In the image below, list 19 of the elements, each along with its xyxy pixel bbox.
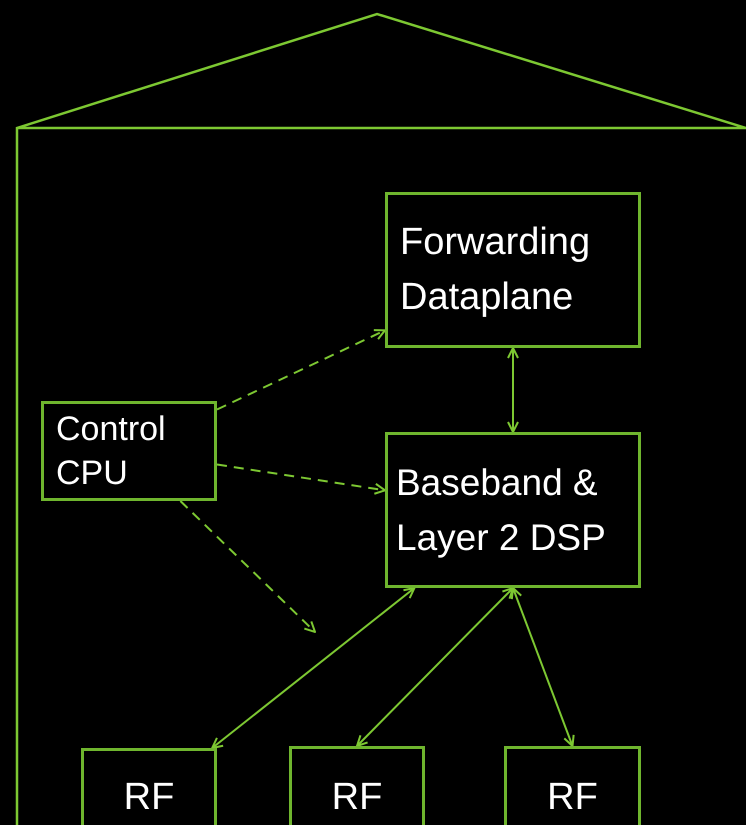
block-box <box>41 401 217 501</box>
block-label: Baseband & Layer 2 DSP <box>396 460 607 560</box>
arrow <box>510 587 575 747</box>
block-label: RF <box>547 775 598 820</box>
block-label: Forwarding Dataplane <box>400 220 592 320</box>
block-box <box>504 746 641 825</box>
block-box <box>289 746 425 825</box>
arrow <box>356 587 514 747</box>
arrow <box>216 464 386 495</box>
block-box <box>385 192 641 348</box>
block-label: Control CPU <box>56 408 167 494</box>
arrow <box>216 329 386 410</box>
block-box <box>385 432 641 588</box>
arrow <box>180 500 316 633</box>
arrow <box>211 587 416 749</box>
block-box <box>81 748 217 825</box>
arrow <box>507 347 519 433</box>
block-label: RF <box>124 775 174 820</box>
block-label: RF <box>332 775 382 820</box>
